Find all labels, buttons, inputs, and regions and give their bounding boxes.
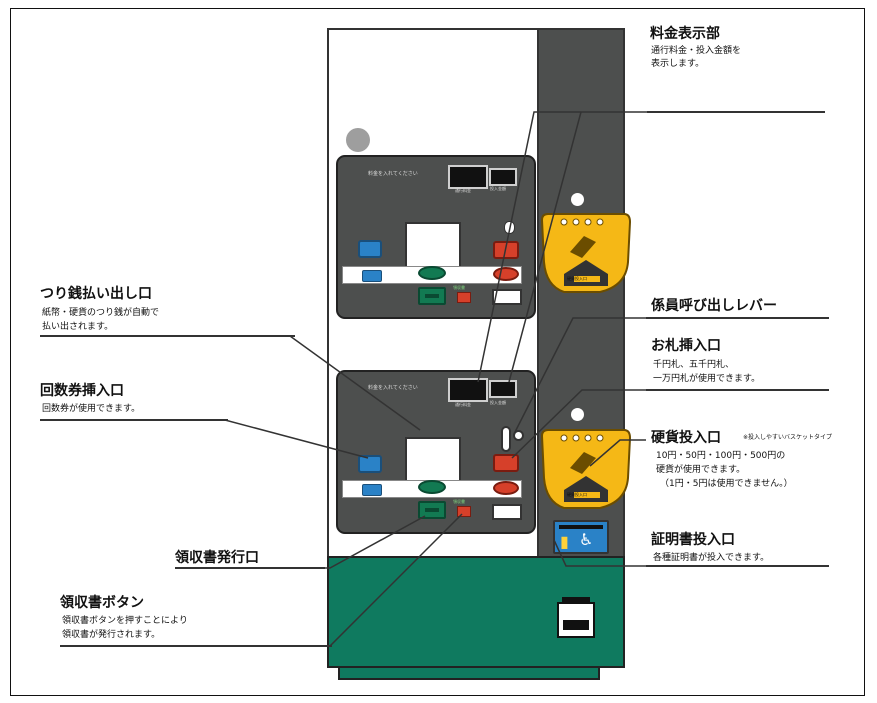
- receipt-outlet[interactable]: [557, 602, 595, 638]
- lower-amount-display: [489, 380, 517, 398]
- label-certificate-slot-rule: [646, 565, 829, 567]
- gray-indicator-dot: [346, 128, 370, 152]
- label-staff-lever-title: 係員呼び出しレバー: [651, 298, 777, 314]
- upper-receipt-button-caption: 領収書: [453, 285, 465, 290]
- lower-change-tray[interactable]: [418, 480, 446, 494]
- label-change-outlet-line1: 紙幣・硬貨のつり銭が自動で: [42, 308, 160, 318]
- side-indicator-dot-lower: [571, 408, 584, 421]
- figure-frame: [10, 8, 865, 696]
- upper-fare-display: [448, 165, 488, 189]
- upper-ticket-slot[interactable]: [358, 240, 382, 258]
- lower-receipt-button[interactable]: [457, 506, 471, 517]
- label-change-outlet-title: つり銭払い出し口: [40, 286, 152, 302]
- upper-receipt-button[interactable]: [457, 292, 471, 303]
- label-staff-lever-rule: [646, 317, 829, 319]
- staff-call-lever-knob[interactable]: [513, 430, 524, 441]
- lower-fare-display-caption: 通行料金: [455, 402, 471, 407]
- label-receipt-outlet-title: 領収書発行口: [175, 550, 259, 566]
- label-fare-display-rule: [647, 111, 825, 113]
- upper-change-tray[interactable]: [418, 266, 446, 280]
- certificate-card-icon: ▮: [560, 532, 569, 551]
- label-coin-slot-title: 硬貨投入口: [651, 430, 721, 446]
- label-fare-display-line1: 通行料金・投入金額を: [651, 46, 742, 56]
- machine-base-foot: [338, 666, 600, 680]
- label-coin-slot-line1: 10円・50円・100円・500円の: [656, 451, 786, 461]
- upper-receipt-slot: [492, 289, 522, 305]
- label-receipt-button-line1: 領収書ボタンを押すことにより: [62, 616, 188, 626]
- label-receipt-button-rule: [60, 645, 332, 647]
- lower-change-window: [405, 437, 461, 483]
- lower-ticket-slot[interactable]: [358, 455, 382, 473]
- receipt-outlet-top: [562, 597, 590, 603]
- side-indicator-dot-upper: [571, 193, 584, 206]
- label-bill-slot-line2: 一万円札が使用できます。: [653, 374, 761, 384]
- label-coin-slot-line2: 硬貨が使用できます。: [656, 465, 746, 475]
- upper-panel-caption: 料金を入れてください: [368, 171, 418, 177]
- label-bill-slot-title: お札挿入口: [651, 338, 721, 354]
- label-bill-slot-line1: 千円札、五千円札、: [653, 360, 735, 370]
- upper-amount-display: [489, 168, 517, 186]
- label-ticket-slot-title: 回数券挿入口: [40, 383, 124, 399]
- staff-call-lever[interactable]: [501, 426, 511, 452]
- label-ticket-slot-line1: 回数券が使用できます。: [42, 404, 141, 414]
- label-certificate-slot-line1: 各種証明書が投入できます。: [653, 553, 770, 563]
- label-fare-display-title: 料金表示部: [650, 26, 720, 42]
- coin-basket-icon-lower[interactable]: [540, 428, 632, 512]
- label-receipt-button-title: 領収書ボタン: [60, 595, 144, 611]
- label-receipt-outlet-rule: [175, 567, 325, 569]
- label-change-outlet-rule: [40, 335, 295, 337]
- certificate-slot[interactable]: ▮ ♿: [553, 520, 609, 554]
- label-ticket-slot-rule: [40, 419, 228, 421]
- wheelchair-icon: ♿: [579, 530, 594, 549]
- upper-amount-display-caption: 投入金額: [490, 186, 506, 191]
- label-certificate-slot-title: 証明書投入口: [651, 532, 735, 548]
- upper-fare-display-caption: 通行料金: [455, 188, 471, 193]
- lower-ticket-slot-lower: [362, 484, 382, 496]
- lower-change-outlet[interactable]: [418, 501, 446, 519]
- coin-basket-icon-upper[interactable]: [540, 212, 632, 296]
- lower-amount-display-caption: 投入金額: [490, 400, 506, 405]
- lower-panel-caption: 料金を入れてください: [368, 385, 418, 391]
- lower-receipt-slot: [492, 504, 522, 520]
- label-fare-display-line2: 表示します。: [651, 59, 705, 69]
- lower-bill-return[interactable]: [493, 481, 519, 495]
- label-receipt-button-line2: 領収書が発行されます。: [62, 630, 161, 640]
- upper-change-outlet[interactable]: [418, 287, 446, 305]
- coin-basket-caption-lower: 硬貨投入口: [567, 492, 587, 497]
- lower-receipt-button-caption: 領収書: [453, 499, 465, 504]
- coin-basket-caption-upper: 硬貨投入口: [567, 276, 587, 281]
- upper-change-window: [405, 222, 461, 268]
- upper-ticket-slot-lower: [362, 270, 382, 282]
- label-bill-slot-rule: [646, 389, 829, 391]
- label-coin-slot-line3: （1円・5円は使用できません。）: [660, 479, 793, 489]
- label-change-outlet-line2: 払い出されます。: [42, 322, 114, 332]
- lower-fare-display: [448, 378, 488, 402]
- label-coin-slot-note: ※投入しやすいバスケットタイプ: [743, 434, 832, 441]
